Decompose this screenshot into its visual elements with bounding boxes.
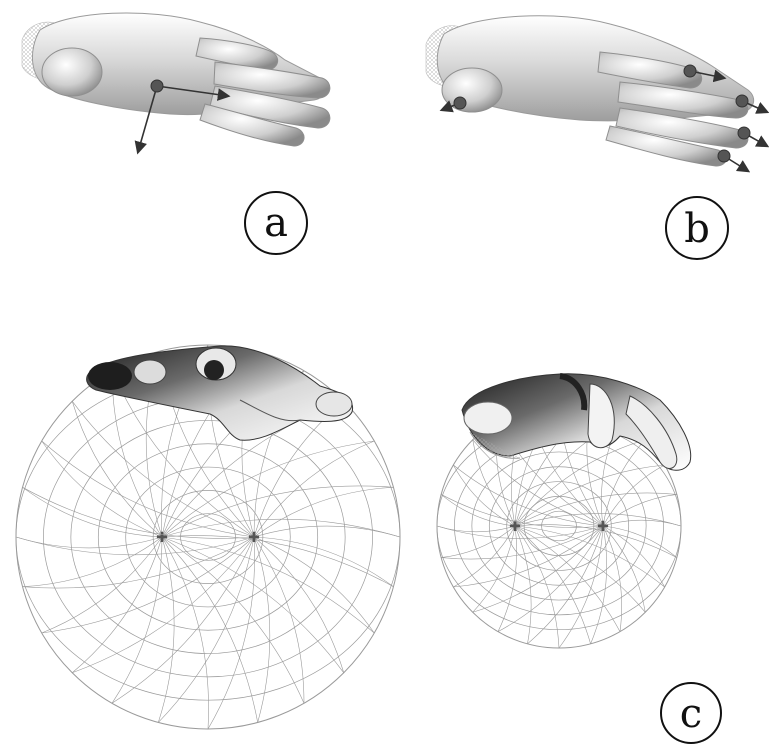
pole-marker-icon: ✚: [248, 530, 260, 546]
ring-tip-point: [738, 127, 750, 139]
panel-label-b: b: [666, 197, 728, 259]
svg-text:c: c: [680, 691, 702, 737]
palm-center-point: [151, 80, 163, 92]
little-tip-point: [718, 150, 730, 162]
panel-a: a: [22, 13, 330, 254]
svg-text:b: b: [684, 206, 710, 252]
hand-model-b: [426, 16, 754, 166]
svg-text:a: a: [264, 200, 288, 246]
thumb-tip-point: [454, 97, 466, 109]
pole-marker-icon: ✚: [597, 519, 609, 535]
hand-on-large-sphere: [87, 346, 353, 440]
panel-b: b: [426, 16, 767, 259]
panel-c: ✚✚ ✚✚ c: [16, 345, 721, 743]
pole-marker-icon: ✚: [156, 530, 168, 546]
index-tip-point: [684, 65, 696, 77]
panel-label-c: c: [661, 683, 721, 743]
middle-tip-point: [736, 95, 748, 107]
panel-label-a: a: [245, 192, 307, 254]
hand-model-a: [22, 13, 330, 146]
